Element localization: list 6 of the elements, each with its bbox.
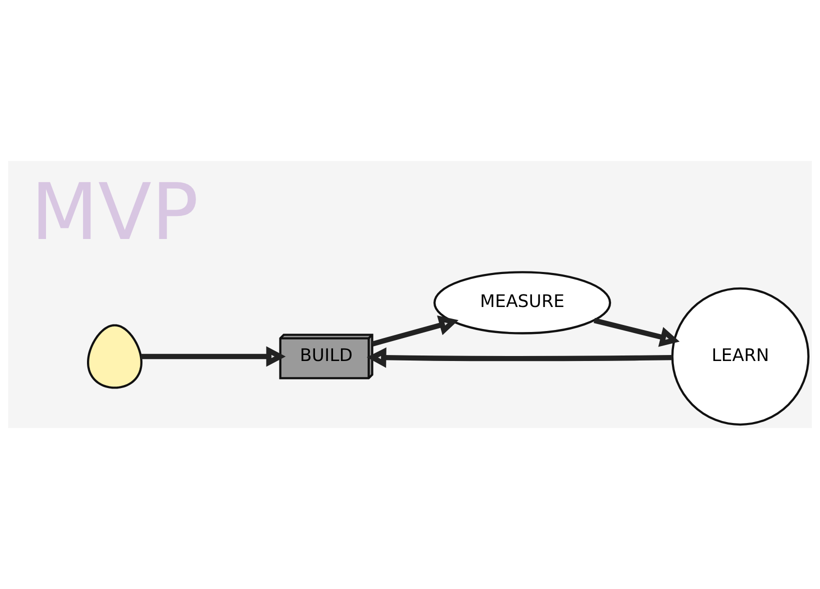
node-circle: LEARN [671, 287, 810, 426]
arrow [366, 347, 672, 368]
arrow [372, 315, 459, 346]
node-picture [86, 324, 142, 389]
arrow [594, 318, 680, 347]
arrow [140, 346, 286, 367]
